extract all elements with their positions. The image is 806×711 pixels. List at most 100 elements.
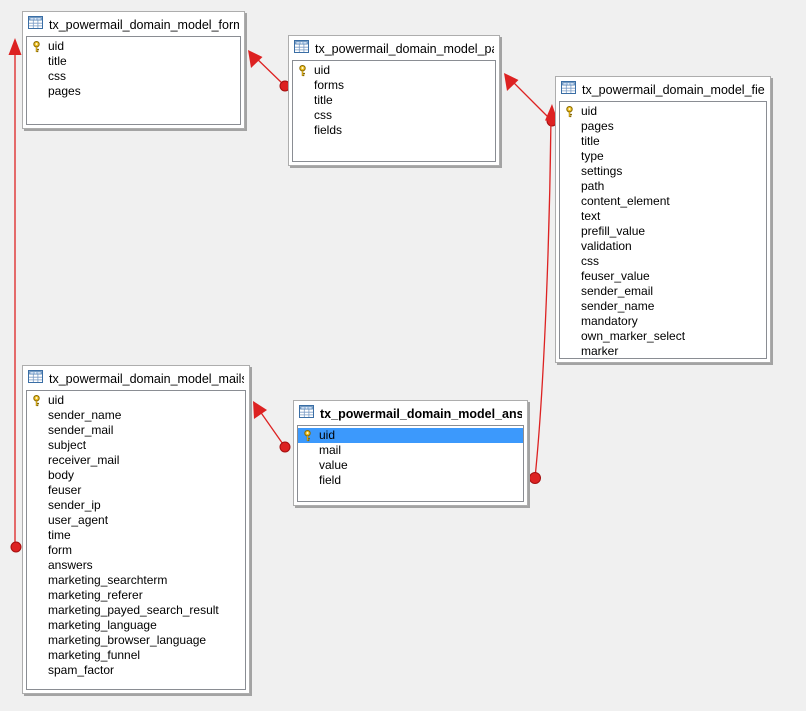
table-title: tx_powermail_domain_model_mails	[49, 372, 244, 386]
field-row-mails-marketing_searchterm[interactable]: marketing_searchterm	[27, 573, 245, 588]
field-name: form	[48, 543, 72, 557]
field-name: marketing_language	[48, 618, 157, 632]
field-name: validation	[581, 239, 632, 253]
field-name: sender_email	[581, 284, 654, 298]
field-row-fields-settings[interactable]: settings	[560, 164, 766, 179]
field-row-mails-user_agent[interactable]: user_agent	[27, 513, 245, 528]
field-row-mails-marketing_browser_language[interactable]: marketing_browser_language	[27, 633, 245, 648]
field-name: css	[581, 254, 599, 268]
field-row-mails-marketing_referer[interactable]: marketing_referer	[27, 588, 245, 603]
field-row-forms-uid[interactable]: uid	[27, 39, 240, 54]
field-row-fields-validation[interactable]: validation	[560, 239, 766, 254]
field-row-mails-answers[interactable]: answers	[27, 558, 245, 573]
field-row-pages-uid[interactable]: uid	[293, 63, 495, 78]
field-row-answers-field[interactable]: field	[298, 473, 523, 488]
field-row-fields-feuser_value[interactable]: feuser_value	[560, 269, 766, 284]
field-row-mails-feuser[interactable]: feuser	[27, 483, 245, 498]
field-name: user_agent	[48, 513, 109, 527]
table-answers[interactable]: tx_powermail_domain_model_answers uidmai…	[293, 400, 528, 506]
field-name: settings	[581, 164, 623, 178]
field-row-fields-title[interactable]: title	[560, 134, 766, 149]
field-row-fields-own_marker_select[interactable]: own_marker_select	[560, 329, 766, 344]
table-mails-header[interactable]: tx_powermail_domain_model_mails	[26, 368, 246, 390]
field-row-fields-pages[interactable]: pages	[560, 119, 766, 134]
table-icon	[28, 16, 43, 34]
field-name: mandatory	[581, 314, 638, 328]
field-row-mails-uid[interactable]: uid	[27, 393, 245, 408]
field-row-fields-text[interactable]: text	[560, 209, 766, 224]
table-fields-header[interactable]: tx_powermail_domain_model_fields	[559, 79, 767, 101]
field-row-mails-time[interactable]: time	[27, 528, 245, 543]
field-row-fields-css[interactable]: css	[560, 254, 766, 269]
field-row-mails-marketing_funnel[interactable]: marketing_funnel	[27, 648, 245, 663]
field-name: uid	[48, 393, 65, 407]
primary-key-icon	[296, 64, 309, 77]
field-name: time	[48, 528, 71, 542]
field-row-pages-fields[interactable]: fields	[293, 123, 495, 138]
field-row-mails-spam_factor[interactable]: spam_factor	[27, 663, 245, 678]
field-row-answers-uid[interactable]: uid	[298, 428, 523, 443]
field-name: title	[48, 54, 67, 68]
field-row-fields-type[interactable]: type	[560, 149, 766, 164]
field-row-mails-sender_name[interactable]: sender_name	[27, 408, 245, 423]
field-row-fields-content_element[interactable]: content_element	[560, 194, 766, 209]
field-row-fields-uid[interactable]: uid	[560, 104, 766, 119]
field-name: sender_ip	[48, 498, 101, 512]
relation-answers-field-to-fields	[529, 104, 558, 484]
field-name: marketing_funnel	[48, 648, 141, 662]
field-row-answers-value[interactable]: value	[298, 458, 523, 473]
field-name: spam_factor	[48, 663, 115, 677]
table-icon	[294, 40, 309, 58]
relation-fields-pages-to-pages	[504, 73, 558, 127]
field-name: title	[314, 93, 333, 107]
field-row-mails-marketing_payed_search_result[interactable]: marketing_payed_search_result	[27, 603, 245, 618]
field-name: mail	[319, 443, 342, 457]
field-row-mails-receiver_mail[interactable]: receiver_mail	[27, 453, 245, 468]
field-name: marketing_searchterm	[48, 573, 168, 587]
field-name: sender_name	[48, 408, 122, 422]
table-pages-header[interactable]: tx_powermail_domain_model_pages	[292, 38, 496, 60]
table-pages[interactable]: tx_powermail_domain_model_pages uidforms…	[288, 35, 500, 166]
field-row-fields-path[interactable]: path	[560, 179, 766, 194]
table-forms-header[interactable]: tx_powermail_domain_model_forms	[26, 14, 241, 36]
field-row-forms-title[interactable]: title	[27, 54, 240, 69]
field-row-fields-prefill_value[interactable]: prefill_value	[560, 224, 766, 239]
field-row-mails-sender_ip[interactable]: sender_ip	[27, 498, 245, 513]
field-name: uid	[319, 428, 336, 442]
table-title: tx_powermail_domain_model_fields	[582, 83, 765, 97]
primary-key-icon	[30, 394, 43, 407]
field-row-pages-css[interactable]: css	[293, 108, 495, 123]
table-answers-header[interactable]: tx_powermail_domain_model_answers	[297, 403, 524, 425]
field-name: marketing_referer	[48, 588, 143, 602]
field-name: pages	[581, 119, 614, 133]
field-name: marketing_payed_search_result	[48, 603, 219, 617]
field-row-mails-body[interactable]: body	[27, 468, 245, 483]
field-row-fields-sender_email[interactable]: sender_email	[560, 284, 766, 299]
field-row-pages-title[interactable]: title	[293, 93, 495, 108]
field-row-mails-form[interactable]: form	[27, 543, 245, 558]
field-row-mails-sender_mail[interactable]: sender_mail	[27, 423, 245, 438]
field-row-fields-marker[interactable]: marker	[560, 344, 766, 358]
field-row-forms-css[interactable]: css	[27, 69, 240, 84]
field-row-fields-mandatory[interactable]: mandatory	[560, 314, 766, 329]
field-name: receiver_mail	[48, 453, 120, 467]
field-row-mails-subject[interactable]: subject	[27, 438, 245, 453]
field-row-forms-pages[interactable]: pages	[27, 84, 240, 99]
field-row-answers-mail[interactable]: mail	[298, 443, 523, 458]
field-row-fields-sender_name[interactable]: sender_name	[560, 299, 766, 314]
field-row-mails-marketing_language[interactable]: marketing_language	[27, 618, 245, 633]
field-name: uid	[581, 104, 598, 118]
field-row-pages-forms[interactable]: forms	[293, 78, 495, 93]
table-title: tx_powermail_domain_model_forms	[49, 18, 239, 32]
field-name: content_element	[581, 194, 670, 208]
field-name: type	[581, 149, 604, 163]
